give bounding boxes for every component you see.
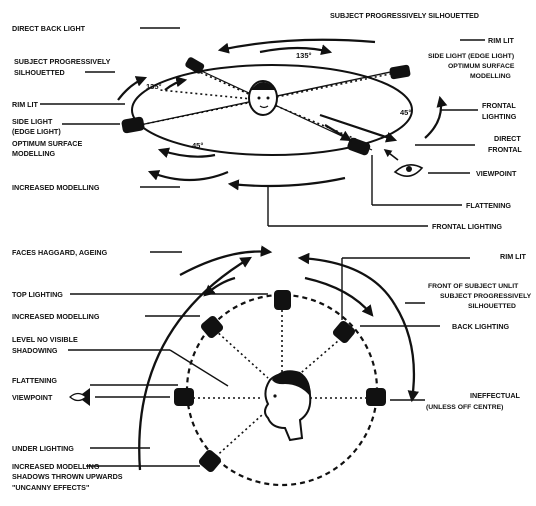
angle-45-right: 45°	[400, 108, 411, 117]
angle-135-left: 135°	[146, 82, 162, 91]
lamp-upper-left	[200, 315, 224, 339]
lamp-level-left	[174, 388, 194, 406]
lamp-frontal	[347, 137, 371, 156]
label-side-light-left-3: OPTIMUM SURFACE	[12, 139, 82, 148]
label-rim-lit-right: RIM LIT	[488, 36, 515, 45]
lamp-back	[366, 388, 386, 406]
head-profile	[264, 370, 312, 442]
label-under-lighting: UNDER LIGHTING	[12, 444, 74, 453]
label-subject-silhouetted-left-1: SUBJECT PROGRESSIVELY	[14, 57, 111, 66]
angle-135-top: 135°	[296, 51, 312, 60]
label-rim-lit-bottom: RIM LIT	[500, 252, 527, 261]
label-viewpoint-bottom: VIEWPOINT	[12, 393, 53, 402]
label-top-lighting: TOP LIGHTING	[12, 290, 63, 299]
label-subject-silhouetted-left-2: SILHOUETTED	[14, 68, 65, 77]
lamp-under	[198, 449, 222, 473]
lamp-direct-back	[185, 57, 205, 74]
top-lamps	[121, 57, 411, 156]
top-leader-lines	[40, 27, 485, 227]
label-side-light-left-4: MODELLING	[12, 149, 56, 158]
label-increased-modelling-bottom: INCREASED MODELLING	[12, 312, 100, 321]
lamp-top	[274, 290, 291, 310]
top-arrows	[117, 38, 448, 191]
top-light-orbit	[131, 64, 413, 156]
label-level-no-shadow-1: LEVEL NO VISIBLE	[12, 335, 78, 344]
label-direct-frontal-1: DIRECT	[494, 134, 521, 143]
label-increased-modelling-top: INCREASED MODELLING	[12, 183, 100, 192]
label-side-light-left-1: SIDE LIGHT	[12, 117, 53, 126]
viewpoint-arrow	[383, 149, 399, 161]
label-front-unlit-2: SUBJECT PROGRESSIVELY	[440, 293, 532, 300]
label-ineffectual-1: INEFFECTUAL	[470, 391, 521, 400]
bottom-radial-lines	[188, 305, 370, 461]
label-front-unlit-3: SILHOUETTED	[468, 303, 516, 310]
label-front-unlit-1: FRONT OF SUBJECT UNLIT	[428, 283, 519, 290]
label-viewpoint-top: VIEWPOINT	[476, 169, 517, 178]
label-flattening-top: FLATTENING	[466, 201, 511, 210]
label-flattening-bottom: FLATTENING	[12, 376, 57, 385]
bottom-labels: FACES HAGGARD, AGEING RIM LIT FRONT OF S…	[12, 248, 532, 492]
label-shadows-upwards: SHADOWS THROWN UPWARDS	[12, 472, 123, 481]
label-side-light-right-2: OPTIMUM SURFACE	[448, 63, 515, 70]
label-increased-modelling-2: INCREASED MODELLING	[12, 462, 100, 471]
lamp-upper-right	[332, 320, 356, 344]
label-rim-lit-left: RIM LIT	[12, 100, 39, 109]
bottom-leader-lines	[68, 251, 470, 467]
label-frontal-lighting-right-2: LIGHTING	[482, 112, 517, 121]
bottom-side-diagram	[68, 245, 470, 487]
label-frontal-lighting-bottom: FRONTAL LIGHTING	[432, 222, 502, 231]
top-labels: DIRECT BACK LIGHT SUBJECT PROGRESSIVELY …	[12, 11, 522, 231]
head-top-view	[248, 80, 278, 116]
top-plan-diagram: 135° 135° 45° 45°	[40, 27, 485, 227]
label-side-light-right-3: MODELLING	[470, 73, 511, 80]
label-faces-haggard: FACES HAGGARD, AGEING	[12, 248, 108, 257]
bottom-lamps	[174, 290, 386, 473]
bottom-arrows	[138, 245, 420, 471]
label-direct-frontal-2: FRONTAL	[488, 145, 522, 154]
lamp-side-left	[121, 116, 145, 134]
label-level-no-shadow-2: SHADOWING	[12, 346, 58, 355]
bottom-viewpoint-eye-icon	[69, 388, 90, 406]
label-subject-silhouetted-top: SUBJECT PROGRESSIVELY SILHOUETTED	[330, 11, 479, 20]
label-uncanny: "UNCANNY EFFECTS"	[12, 483, 89, 492]
label-side-light-left-2: (EDGE LIGHT)	[12, 127, 61, 136]
top-viewpoint-eye-icon	[393, 164, 424, 177]
label-side-light-right-1: SIDE LIGHT (EDGE LIGHT)	[428, 53, 514, 60]
lamp-rim-right	[389, 64, 411, 80]
label-back-lighting: BACK LIGHTING	[452, 322, 510, 331]
label-ineffectual-2: (UNLESS OFF CENTRE)	[426, 404, 503, 411]
label-direct-back-light: DIRECT BACK LIGHT	[12, 24, 86, 33]
angle-45-left: 45°	[192, 141, 203, 150]
label-frontal-lighting-right-1: FRONTAL	[482, 101, 516, 110]
